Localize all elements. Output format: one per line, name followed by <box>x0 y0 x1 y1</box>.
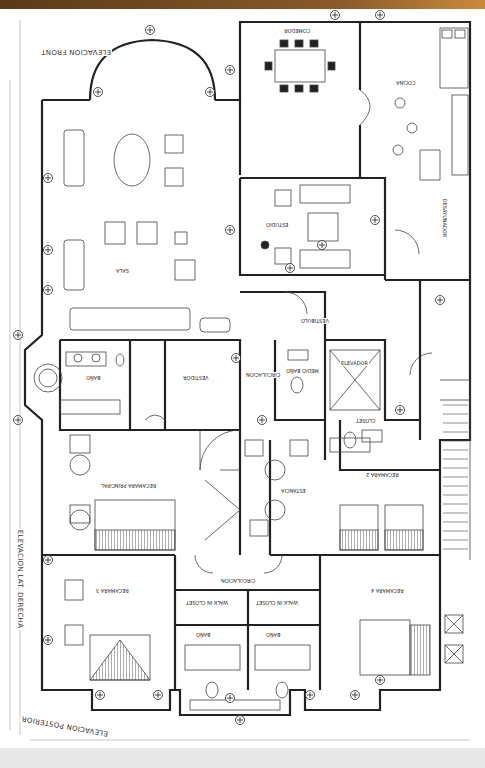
room-label: RECAMARA PRINCIPAL <box>100 483 157 489</box>
room-label: BAÑO <box>85 375 102 381</box>
room-label: MEDIO BAÑO <box>285 368 320 374</box>
room-label: COMEDOR <box>283 28 311 34</box>
room-label: DESAYUNADOR <box>442 198 448 238</box>
room-label: CIRCULACION <box>220 578 256 584</box>
room-label: CIRCULACION <box>245 372 281 378</box>
room-label: BAÑO <box>195 632 212 638</box>
elevation-label: ELEVACION FRONT <box>40 48 112 56</box>
room-label: BAÑO <box>265 632 282 638</box>
elevation-label: ELEVACION LAT. DERECHA <box>16 529 24 630</box>
room-label: WALK IN CLOSET <box>255 600 299 606</box>
room-label: COCINA <box>395 80 417 86</box>
room-label: VESTIBULO <box>300 318 330 324</box>
room-label: CLOSET <box>355 418 376 424</box>
room-label: ELEVADOR <box>340 360 369 366</box>
room-label: VESTIDOR <box>182 375 210 381</box>
room-label: WALK IN CLOSET <box>185 600 229 606</box>
room-label: RECAMARA 4 <box>370 588 405 594</box>
elevation-label: ELEVACION POSTERIOR <box>20 714 110 737</box>
room-label: RECAMARA 2 <box>365 472 400 478</box>
room-label: ESTANCIA <box>280 488 307 494</box>
room-label: RECAMARA 3 <box>95 588 130 594</box>
room-label: SALA <box>115 268 130 274</box>
room-label: ESTUDIO <box>265 222 289 228</box>
